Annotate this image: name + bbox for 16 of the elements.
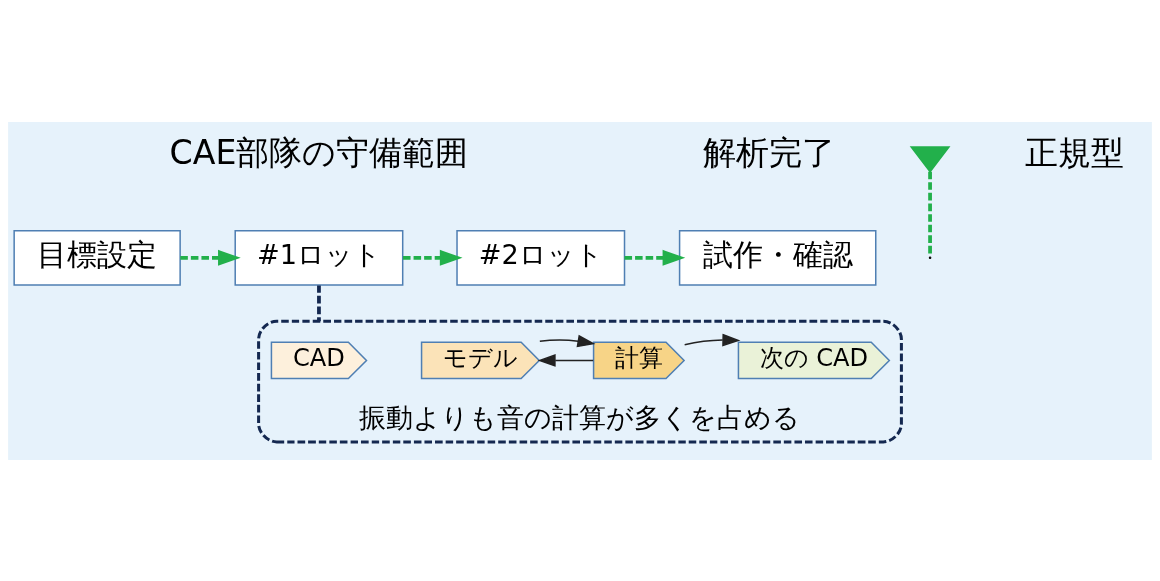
arrow: [683, 333, 741, 346]
node-label: 正規型: [1025, 132, 1125, 172]
label: CAE部隊の守備範囲: [169, 132, 469, 172]
connector: [317, 285, 321, 321]
node-triangle: [909, 145, 951, 173]
connector: [928, 171, 932, 256]
node-box: 試作・確認: [678, 229, 877, 286]
node-label: 解析完了: [702, 132, 835, 172]
arrow: [537, 353, 594, 367]
node-box: 目標設定: [13, 229, 181, 286]
node-box: #2ロット: [456, 229, 626, 286]
arrow: [624, 249, 686, 266]
arrow: [180, 249, 241, 266]
arrow: [403, 249, 463, 266]
arrow: [539, 334, 596, 347]
node-box: #1ロット: [234, 229, 404, 286]
